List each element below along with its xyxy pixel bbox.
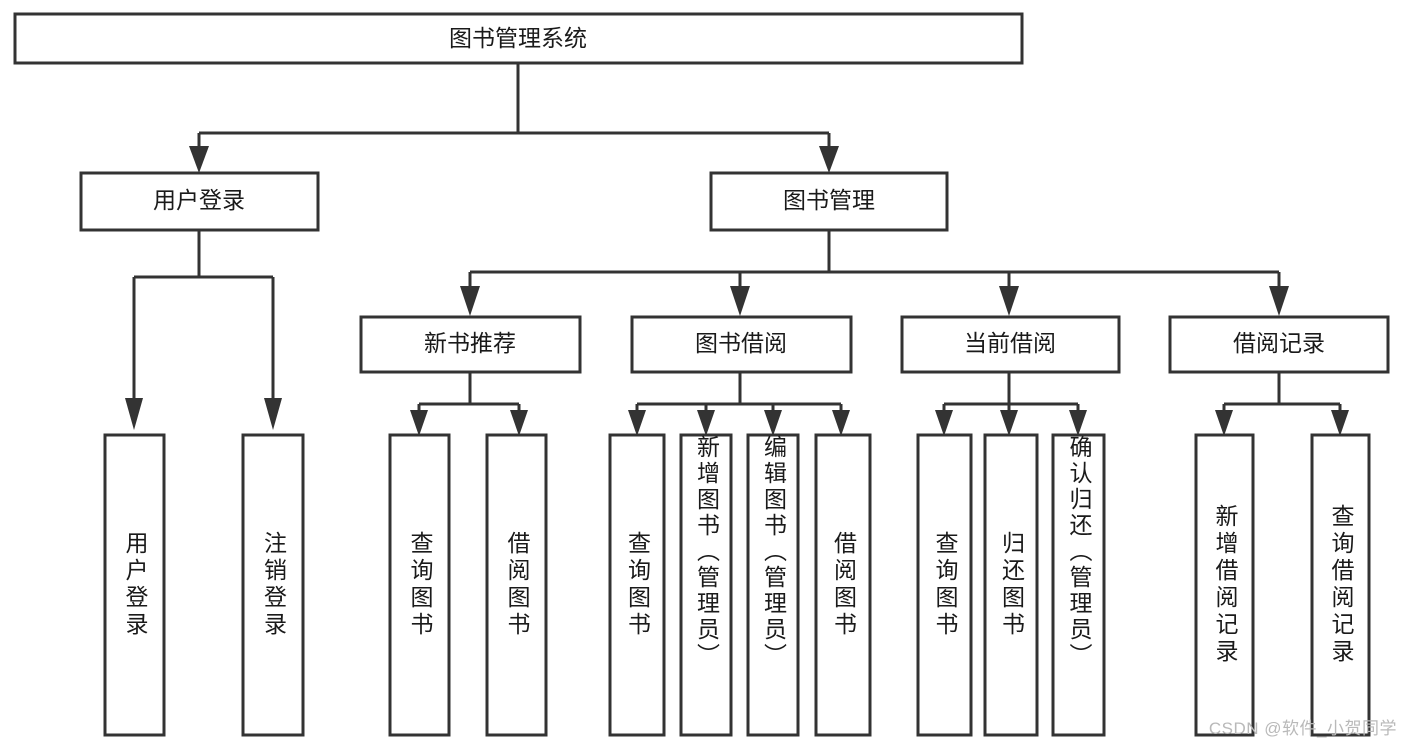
node-new-book-recommend-label: 新书推荐	[424, 330, 516, 356]
node-leaf-query-book-3-label-wrap: 查询图书	[932, 531, 958, 639]
arrow-head-leaf-borrow-book-2	[832, 410, 850, 436]
node-leaf-return-book[interactable]: 归还图书	[983, 433, 1039, 737]
node-leaf-edit-book-box[interactable]	[746, 433, 800, 737]
node-leaf-query-record-box[interactable]	[1310, 433, 1371, 737]
node-leaf-query-book-3-box[interactable]	[916, 433, 973, 737]
node-leaf-query-record-label-wrap: 查询借阅记录	[1328, 504, 1354, 666]
connector-layer	[125, 63, 1349, 436]
node-new-book-recommend-box[interactable]	[359, 315, 582, 374]
node-book-borrow[interactable]: 图书借阅	[630, 315, 853, 374]
node-borrow-record[interactable]: 借阅记录	[1168, 315, 1390, 374]
node-borrow-record-label: 借阅记录	[1233, 330, 1325, 356]
node-leaf-borrow-book-2-label-wrap: 借阅图书	[830, 531, 857, 639]
node-leaf-add-book-label-wrap: 新增图书（管理员）	[693, 435, 720, 669]
arrow-head-current-borrow	[999, 286, 1019, 316]
node-leaf-edit-book[interactable]: 编辑图书（管理员）	[746, 433, 800, 737]
node-leaf-borrow-book-2-label: 借阅图书	[830, 531, 857, 639]
arrow-head-leaf-logout	[264, 398, 282, 430]
node-book-manage-box[interactable]	[709, 171, 949, 232]
node-root-box[interactable]	[13, 12, 1024, 65]
arrow-head-leaf-query-book-1	[410, 410, 428, 436]
node-leaf-confirm-return-label: 确认归还（管理员）	[1066, 435, 1092, 669]
node-leaf-edit-book-label-wrap: 编辑图书（管理员）	[760, 435, 787, 669]
node-leaf-logout-box[interactable]	[241, 433, 305, 737]
node-leaf-user-login[interactable]: 用户登录	[103, 433, 166, 737]
node-current-borrow[interactable]: 当前借阅	[900, 315, 1121, 374]
node-leaf-confirm-return[interactable]: 确认归还（管理员）	[1051, 433, 1106, 737]
node-leaf-logout-label-wrap: 注销登录	[260, 531, 287, 639]
node-leaf-user-login-label-wrap: 用户登录	[122, 531, 148, 639]
arrow-head-user-login	[189, 146, 209, 173]
node-leaf-borrow-book-2[interactable]: 借阅图书	[814, 433, 872, 737]
arrow-head-leaf-confirm-return	[1069, 410, 1087, 436]
node-leaf-query-book-2-label: 查询图书	[624, 531, 651, 639]
node-leaf-return-book-box[interactable]	[983, 433, 1039, 737]
node-user-login-box[interactable]	[79, 171, 320, 232]
arrow-head-book-borrow	[730, 286, 750, 316]
arrow-head-leaf-query-book-2	[628, 410, 646, 436]
node-leaf-query-book-2-box[interactable]	[608, 433, 666, 737]
node-leaf-confirm-return-label-wrap: 确认归还（管理员）	[1066, 435, 1092, 669]
arrow-head-leaf-add-book	[697, 410, 715, 436]
node-leaf-borrow-book-1[interactable]: 借阅图书	[485, 433, 548, 737]
node-book-manage[interactable]: 图书管理	[709, 171, 949, 232]
arrow-head-leaf-query-book-3	[935, 410, 953, 436]
arrow-head-leaf-add-record	[1215, 410, 1233, 436]
node-leaf-add-record-box[interactable]	[1194, 433, 1255, 737]
arrow-head-leaf-return-book	[1000, 410, 1018, 436]
node-leaf-add-record[interactable]: 新增借阅记录	[1194, 433, 1255, 737]
node-book-borrow-box[interactable]	[630, 315, 853, 374]
node-leaf-borrow-book-1-box[interactable]	[485, 433, 548, 737]
node-book-manage-label: 图书管理	[783, 187, 875, 213]
node-user-login[interactable]: 用户登录	[79, 171, 320, 232]
arrow-head-leaf-query-record	[1331, 410, 1349, 436]
arrow-head-book-manage	[819, 146, 839, 173]
node-leaf-query-book-1[interactable]: 查询图书	[388, 433, 451, 737]
arrow-head-leaf-edit-book	[764, 410, 782, 436]
node-current-borrow-label: 当前借阅	[964, 330, 1056, 356]
node-leaf-query-book-1-box[interactable]	[388, 433, 451, 737]
node-root-label: 图书管理系统	[449, 25, 587, 51]
node-leaf-logout-label: 注销登录	[260, 531, 287, 639]
node-book-borrow-label: 图书借阅	[695, 330, 787, 356]
node-leaf-add-record-label: 新增借阅记录	[1212, 504, 1238, 666]
arrow-head-leaf-borrow-book-1	[510, 410, 528, 436]
node-leaf-return-book-label-wrap: 归还图书	[998, 531, 1025, 639]
node-leaf-query-book-3[interactable]: 查询图书	[916, 433, 973, 737]
node-new-book-recommend[interactable]: 新书推荐	[359, 315, 582, 374]
node-leaf-query-book-3-label: 查询图书	[932, 531, 958, 639]
node-leaf-return-book-label: 归还图书	[998, 531, 1025, 639]
node-leaf-query-book-2-label-wrap: 查询图书	[624, 531, 651, 639]
node-leaf-confirm-return-box[interactable]	[1051, 433, 1106, 737]
node-leaf-edit-book-label: 编辑图书（管理员）	[760, 435, 787, 669]
arrow-head-leaf-user-login	[125, 398, 143, 430]
node-leaf-borrow-book-1-label-wrap: 借阅图书	[504, 531, 530, 639]
node-leaf-query-record-label: 查询借阅记录	[1328, 504, 1354, 666]
node-leaf-query-book-1-label-wrap: 查询图书	[407, 531, 433, 639]
node-root[interactable]: 图书管理系统	[13, 12, 1024, 65]
node-current-borrow-box[interactable]	[900, 315, 1121, 374]
node-leaf-borrow-book-1-label: 借阅图书	[504, 531, 530, 639]
node-leaf-user-login-label: 用户登录	[122, 531, 148, 639]
node-leaf-query-book-2[interactable]: 查询图书	[608, 433, 666, 737]
node-leaf-query-record[interactable]: 查询借阅记录	[1310, 433, 1371, 737]
node-leaf-add-book[interactable]: 新增图书（管理员）	[679, 433, 733, 737]
node-user-login-label: 用户登录	[153, 187, 245, 213]
csdn-watermark: CSDN @软件_小贺同学	[1208, 719, 1397, 738]
arrow-head-new-book-recommend	[460, 286, 480, 316]
node-leaf-user-login-box[interactable]	[103, 433, 166, 737]
node-leaf-logout[interactable]: 注销登录	[241, 433, 305, 737]
node-leaf-add-record-label-wrap: 新增借阅记录	[1212, 504, 1238, 666]
node-leaf-borrow-book-2-box[interactable]	[814, 433, 872, 737]
node-borrow-record-box[interactable]	[1168, 315, 1390, 374]
node-leaf-query-book-1-label: 查询图书	[407, 531, 433, 639]
arrow-head-borrow-record	[1269, 286, 1289, 316]
node-leaf-add-book-label: 新增图书（管理员）	[693, 435, 720, 669]
node-leaf-add-book-box[interactable]	[679, 433, 733, 737]
